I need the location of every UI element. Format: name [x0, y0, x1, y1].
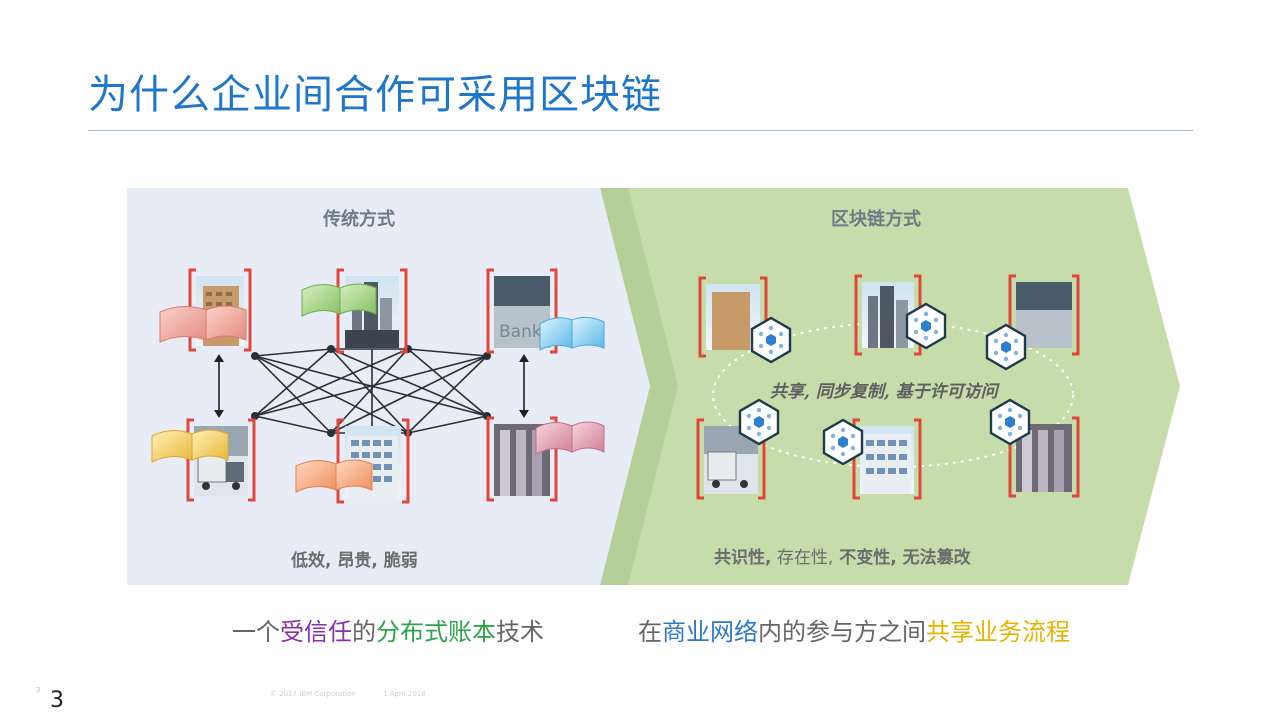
blockchain-node-icon [738, 398, 780, 446]
bracket-left [486, 416, 558, 502]
bottom-caption-right: 在商业网络内的参与方之间共享业务流程 [638, 612, 1070, 647]
title-divider [88, 130, 1193, 131]
bidirectional-arrow-icon [214, 354, 529, 418]
blockchain-node-icon [750, 316, 792, 364]
bracket-left [486, 268, 558, 354]
caption-text: 一个 [232, 618, 280, 646]
bracket-left [336, 418, 410, 504]
caption-text: 技术 [496, 618, 544, 646]
page-title: 为什么企业间合作可采用区块链 [88, 72, 662, 118]
shared-ledger-label: 共享, 同步复制, 基于许可访问 [770, 382, 998, 402]
ledger-book-icon [151, 429, 229, 463]
building-icon [862, 282, 914, 348]
page-number: 3 [50, 688, 64, 713]
blockchain-panel-title: 区块链方式 [831, 209, 921, 230]
blockchain-node-icon [989, 398, 1031, 446]
footer-copyright: © 2017 IBM Corporation [270, 690, 356, 698]
footer-date: 1 April 2018 [383, 690, 426, 698]
traditional-panel-title: 传统方式 [323, 209, 395, 230]
ledger-book-icon [159, 305, 247, 343]
caption-highlight-ledger: 分布式账本 [376, 618, 496, 646]
traditional-panel-footer: 低效, 昂贵, 脆弱 [291, 551, 418, 571]
blockchain-node-icon [905, 302, 947, 350]
caption-text: 内的参与方之间 [758, 618, 926, 646]
blockchain-node-icon [822, 418, 864, 466]
bracket-left [186, 418, 256, 502]
ledger-book-icon [539, 316, 605, 351]
caption-text: 的 [352, 618, 376, 646]
building-icon [860, 426, 914, 494]
caption-text: 在 [638, 618, 662, 646]
footer-immutability: 不变性, 无法篡改 [833, 548, 971, 568]
caption-highlight-process: 共享业务流程 [926, 618, 1070, 646]
footer-provenance: 存在性, [771, 548, 834, 568]
caption-highlight-trusted: 受信任 [280, 618, 352, 646]
blockchain-node-icon [985, 323, 1027, 371]
bank-sign: Bank [499, 322, 542, 342]
building-icon [1016, 282, 1072, 348]
traditional-panel [127, 188, 650, 585]
footer-consensus: 共识性, [714, 548, 772, 568]
ledger-book-icon [301, 283, 377, 317]
ledger-book-icon [535, 421, 605, 455]
blockchain-panel-footer: 共识性, 存在性, 不变性, 无法篡改 [714, 543, 971, 568]
caption-highlight-network: 商业网络 [662, 618, 758, 646]
ledger-book-icon [295, 459, 373, 493]
page-number-small: 3 [36, 686, 41, 694]
bottom-caption-left: 一个受信任的分布式账本技术 [232, 612, 544, 647]
shared-ledger-ring [712, 322, 1074, 468]
